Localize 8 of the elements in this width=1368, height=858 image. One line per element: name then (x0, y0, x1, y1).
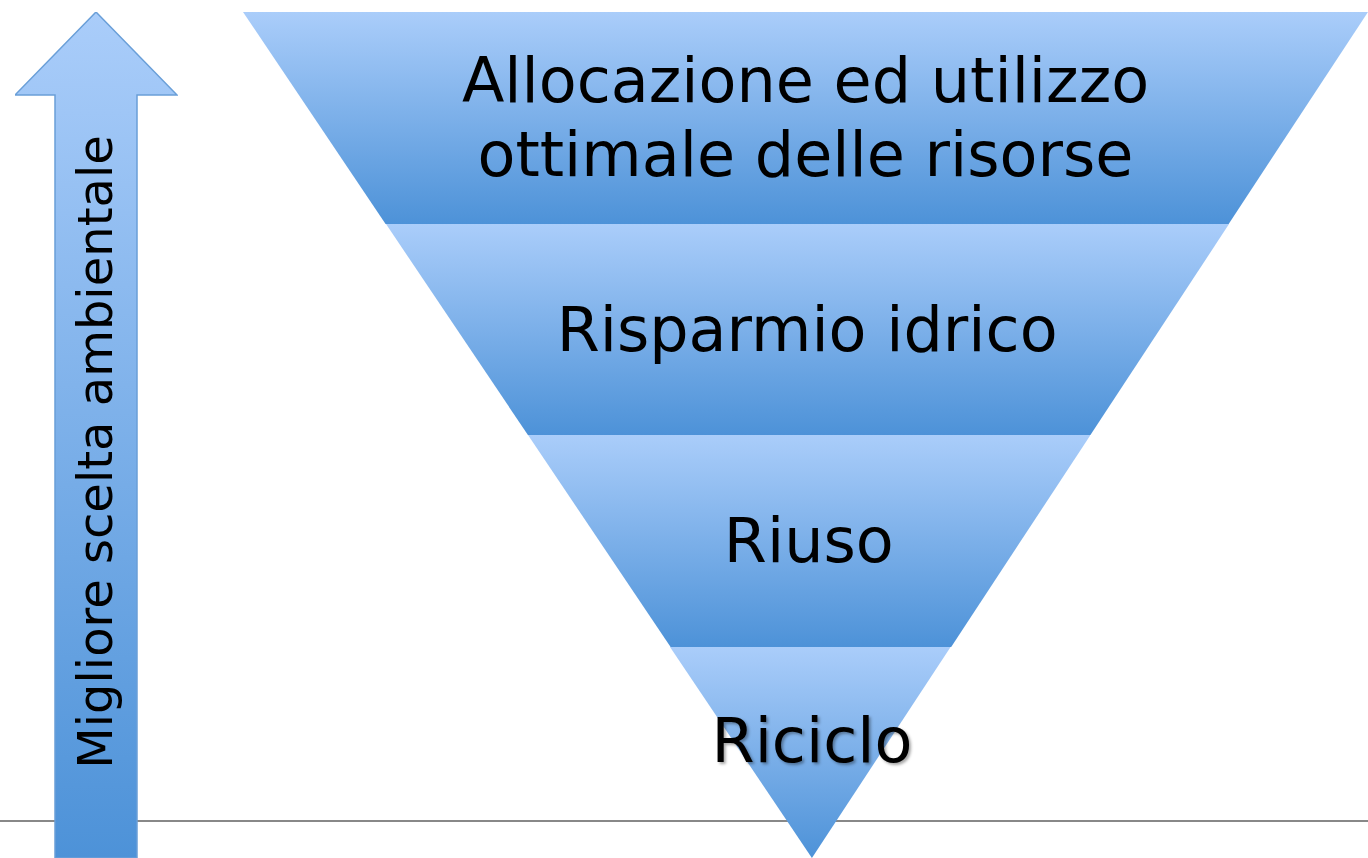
level-label: Risparmio idrico (555, 292, 1059, 367)
level-label: Allocazione ed utilizzo ottimale delle risorse (460, 43, 1151, 193)
up-arrow (15, 12, 178, 858)
axis-label: Migliore scelta ambientale (67, 135, 125, 769)
level-label: Riuso (722, 503, 895, 579)
level-label: Riciclo (710, 703, 914, 778)
pyramid-level (243, 12, 1368, 224)
pyramid-level (385, 224, 1229, 435)
